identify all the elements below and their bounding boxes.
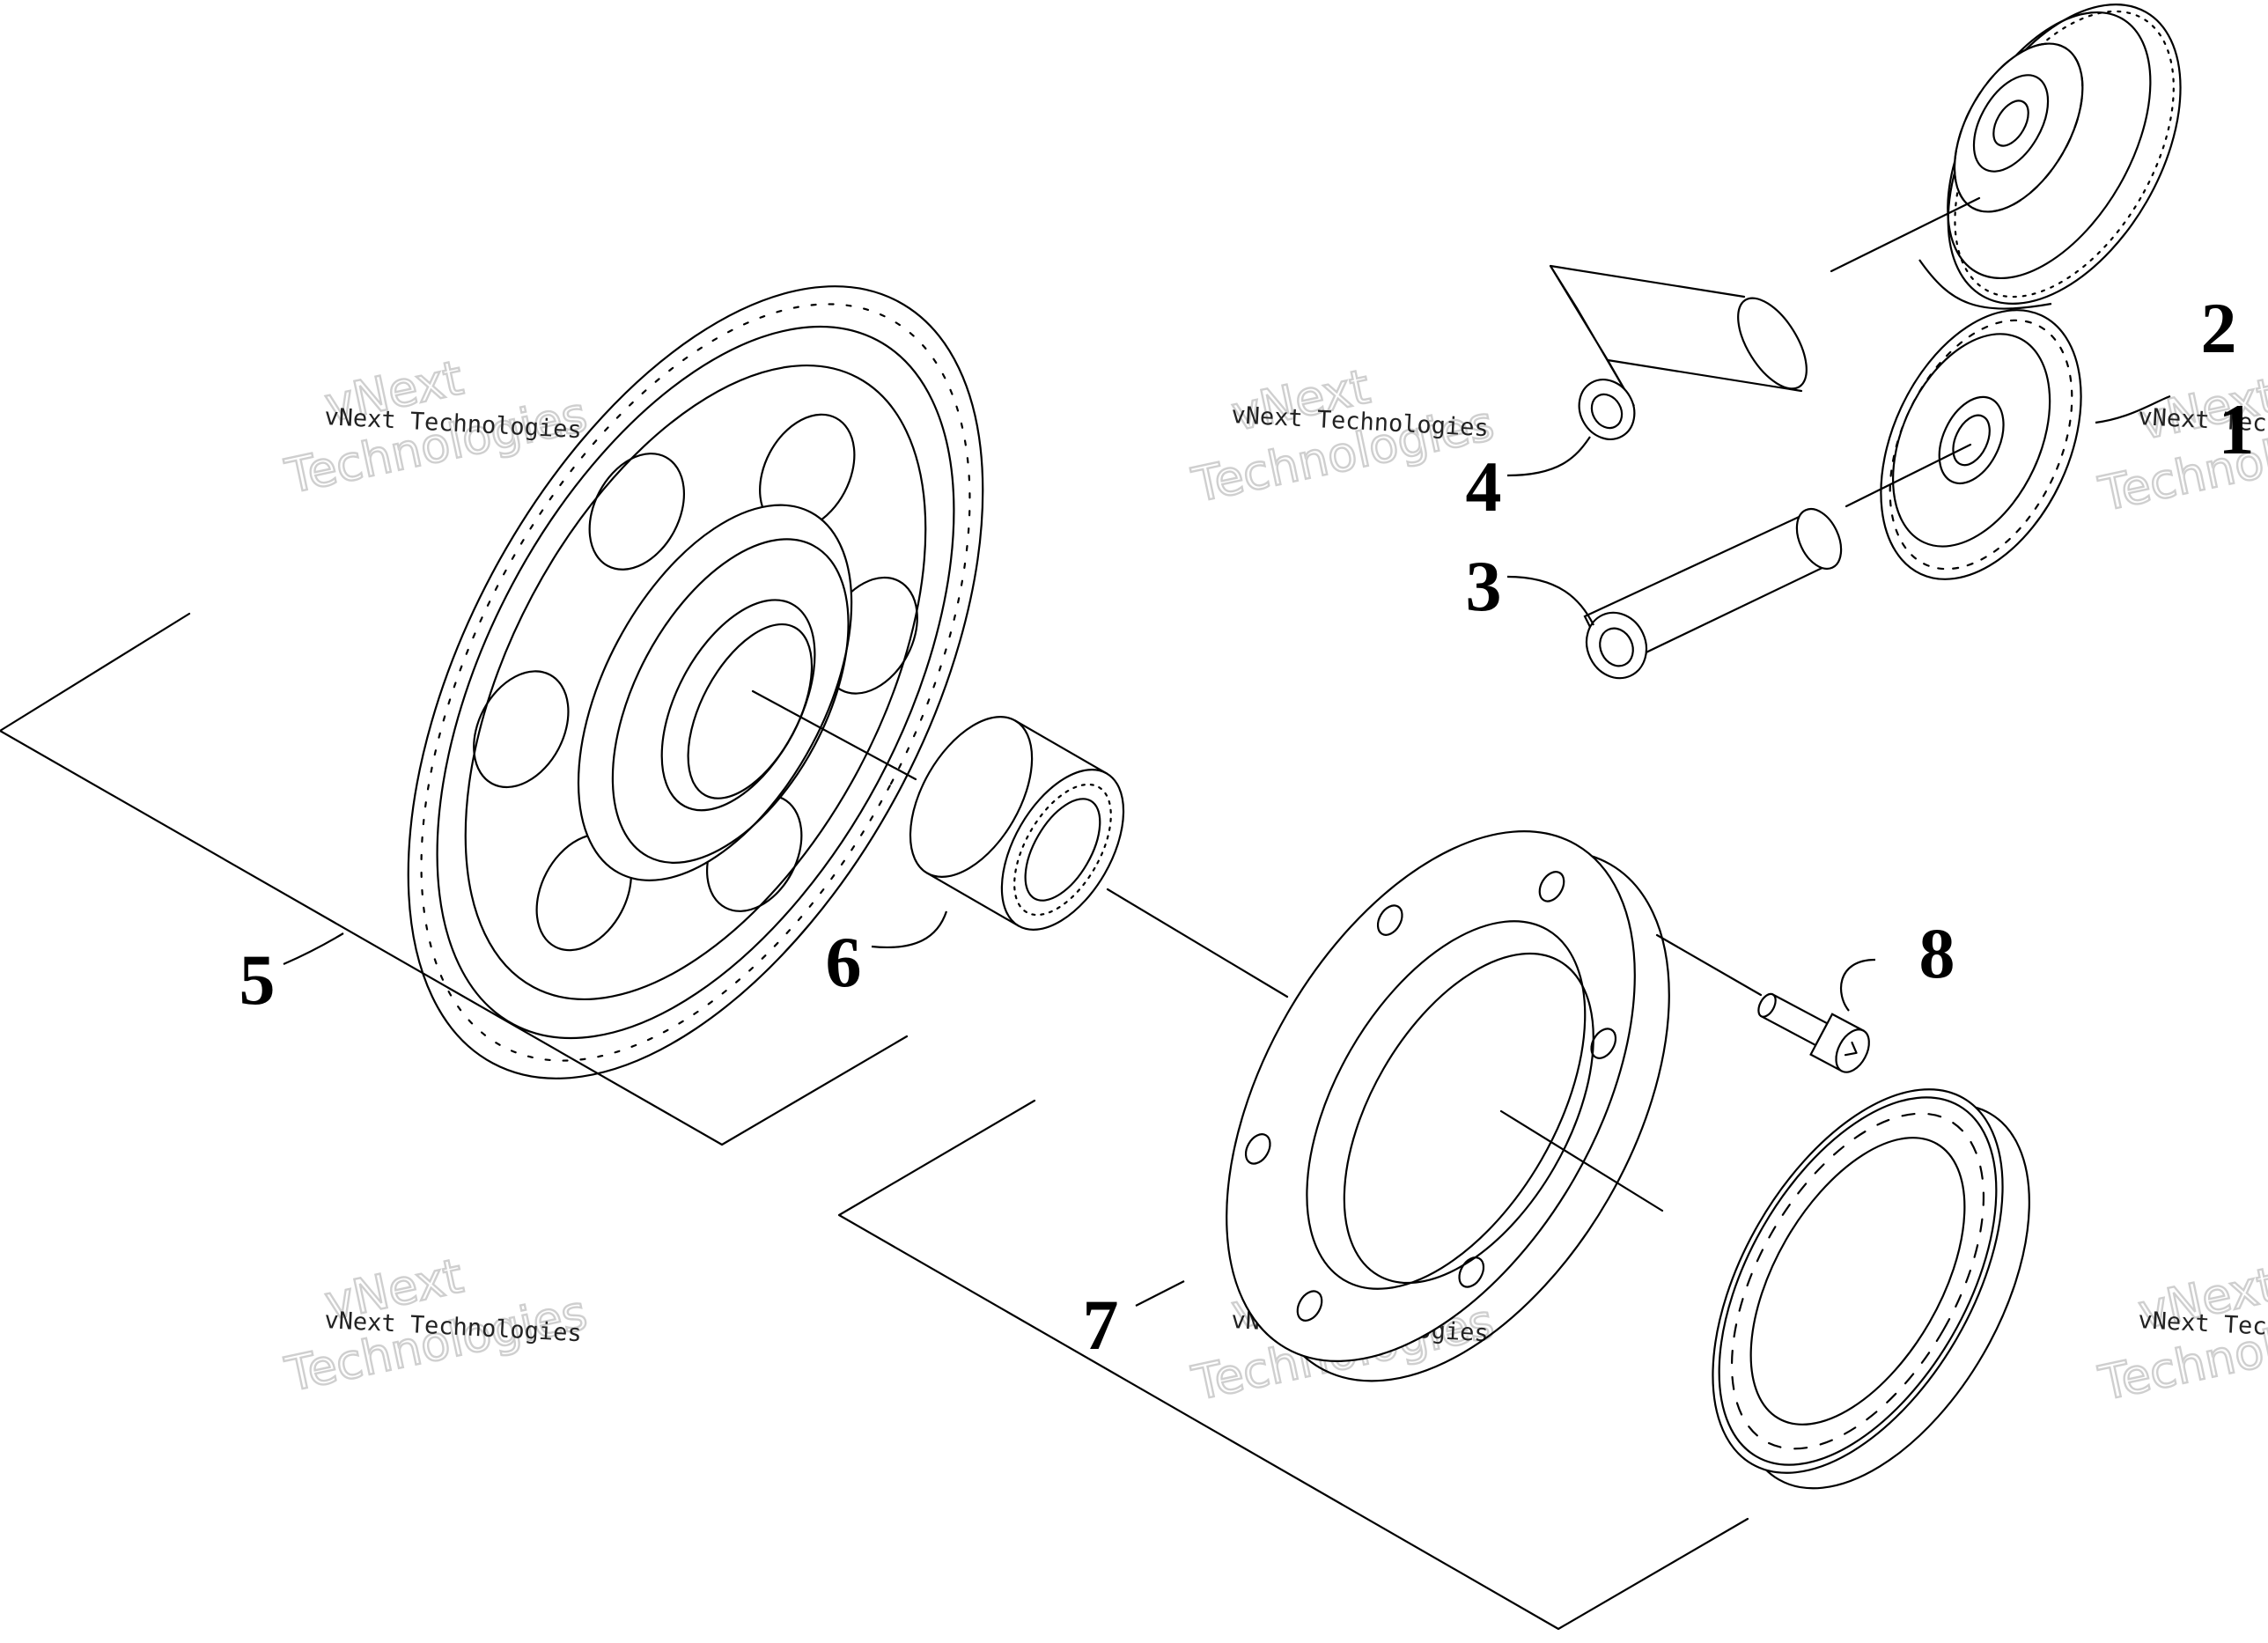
sprag-clutch-cage: [1653, 1041, 2088, 1536]
housing-7-bolt-hole: [1587, 1025, 1621, 1063]
gear-1-rim: [1841, 278, 2121, 611]
gear-5-lightening-hole: [455, 655, 587, 804]
gear-2-bore: [1986, 95, 2036, 151]
bearing-6-back-edge: [885, 696, 1057, 897]
shaft-3-near-end: [1576, 603, 1657, 689]
callout-2[interactable]: 2: [2201, 288, 2237, 368]
callout-3[interactable]: 3: [1466, 546, 1502, 626]
part-1-idler-gear: [1841, 278, 2121, 611]
gear-1-teeth: [1853, 291, 2109, 598]
shaft-4-near-end: [1569, 370, 1646, 450]
gear-1-face: [1861, 309, 2081, 571]
leader-4: [1507, 437, 1590, 475]
housing-7-bolt-hole: [1292, 1287, 1327, 1325]
part-7-clutch-housing: [1142, 762, 1754, 1450]
gear-5-web-ring: [371, 291, 1021, 1073]
leader-7: [1136, 1281, 1184, 1306]
gear-2-small-teeth-pattern: [1928, 22, 2109, 233]
gear-2-large-teeth: [1910, 0, 2219, 334]
bearing-6-needles: [995, 769, 1131, 931]
housing-7-bolt-hole: [1373, 902, 1407, 939]
part-8-bolt: [1750, 982, 1876, 1078]
leader-6: [872, 911, 946, 947]
leader-1: [2095, 396, 2170, 423]
shaft-4-bore: [1586, 389, 1628, 434]
shaft-4-far-end: [1725, 287, 1821, 400]
part-4-shaft: [1550, 266, 1820, 449]
gear-5-tooth-root: [330, 243, 1061, 1123]
housing-7-bore: [1249, 874, 1643, 1335]
callout-5[interactable]: 5: [239, 939, 276, 1020]
gear-5-hub-outer: [522, 460, 909, 925]
callout-leaders: [284, 260, 2170, 1306]
gear-1-bore: [1946, 409, 1997, 471]
housing-7-bolt-hole: [1454, 1253, 1489, 1291]
gear-5-tooth-tip: [290, 193, 1102, 1171]
leader-8: [1841, 960, 1875, 1011]
bolt-8-head: [1830, 1024, 1876, 1078]
housing-7-bore-depth: [1292, 912, 1645, 1325]
leader-3: [1507, 577, 1594, 625]
sprag-rollers: [1680, 1072, 2036, 1491]
callout-6[interactable]: 6: [826, 922, 862, 1002]
bearing-6-bore: [1010, 787, 1115, 913]
gear-2-hub: [1959, 63, 2064, 184]
gear-5-lightening-hole: [571, 438, 703, 586]
part-3-shaft: [1576, 502, 1850, 688]
bearing-6-front-edge: [976, 749, 1148, 950]
bracket-group-5: [0, 614, 907, 1145]
part-2-double-idler-gear: [1892, 0, 2228, 343]
leader-5: [284, 933, 343, 964]
gear-5-hub-face: [563, 501, 897, 902]
leader-2: [1919, 260, 2051, 309]
shaft-3-bore: [1594, 623, 1638, 671]
callout-7[interactable]: 7: [1083, 1285, 1119, 1365]
callout-4[interactable]: 4: [1466, 446, 1502, 527]
callout-8[interactable]: 8: [1919, 913, 1955, 993]
gear-5-bore-inner: [663, 605, 838, 818]
callout-1[interactable]: 1: [2219, 389, 2255, 469]
part-5-starter-gear: [290, 193, 1102, 1171]
housing-7-front-face: [1142, 762, 1719, 1431]
alignment-lines: [753, 198, 1979, 1211]
bracket-group-7: [839, 1101, 1748, 1629]
housing-7-bolt-hole: [1241, 1130, 1275, 1168]
shaft-3-far-end: [1788, 502, 1850, 576]
part-6-needle-bearing: [885, 696, 1148, 950]
callout-labels: 2 1 4 3 5 6 7 8: [239, 288, 2255, 1365]
housing-7-bolt-hole: [1535, 867, 1569, 905]
gear-5-teeth: [308, 215, 1084, 1149]
gear-1-hub: [1926, 387, 2016, 493]
